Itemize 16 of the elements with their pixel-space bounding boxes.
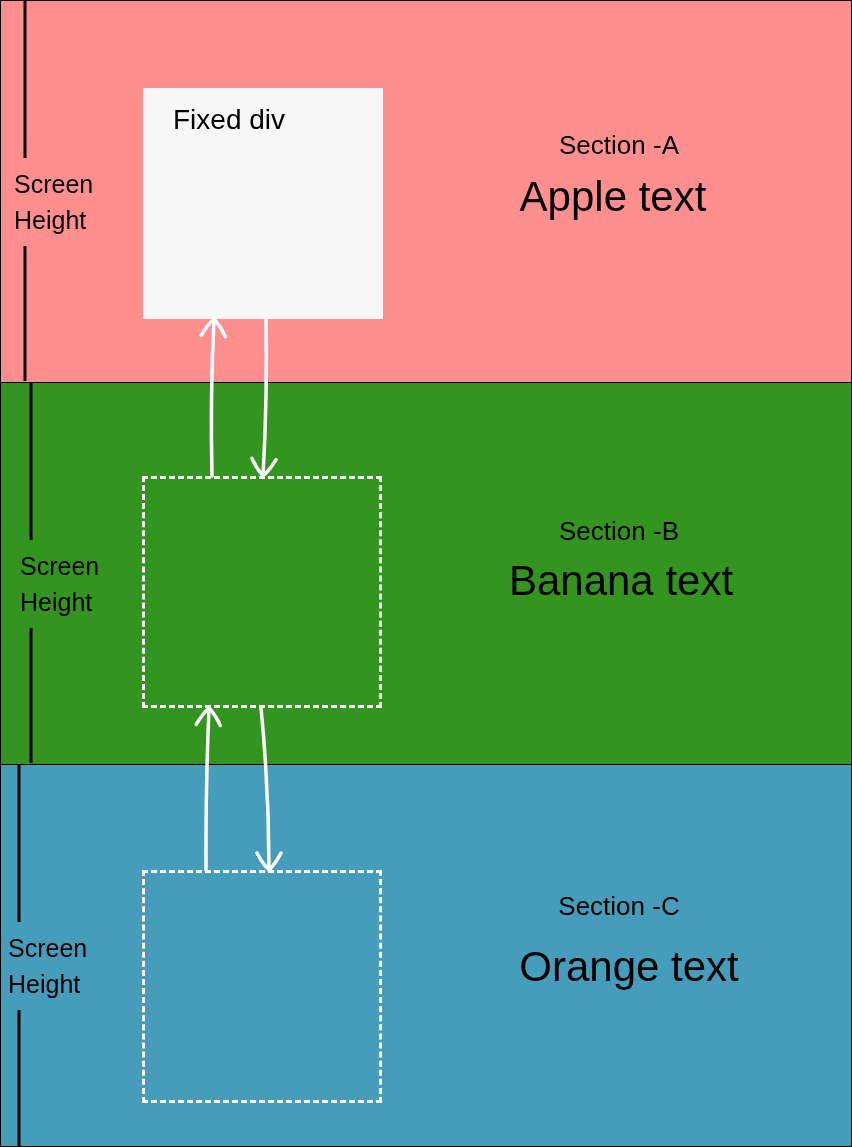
fixed-box: [143, 88, 383, 319]
dimension-label: Screen Height: [20, 551, 100, 618]
section-band: [0, 382, 852, 765]
section-text: Apple text: [519, 173, 707, 222]
dashed-box: [142, 870, 382, 1103]
dashed-box: [142, 476, 382, 708]
section-heading: Section -B: [559, 517, 679, 547]
dimension-label: Screen Height: [14, 169, 94, 236]
section-text: Orange text: [519, 943, 739, 992]
dimension-label: Screen Height: [8, 933, 88, 1000]
section-heading: Section -C: [558, 892, 680, 922]
section-heading: Section -A: [559, 131, 679, 161]
section-band: [0, 0, 852, 383]
box-label: Fixed div: [173, 104, 286, 137]
section-band: [0, 764, 852, 1147]
section-text: Banana text: [508, 557, 734, 606]
